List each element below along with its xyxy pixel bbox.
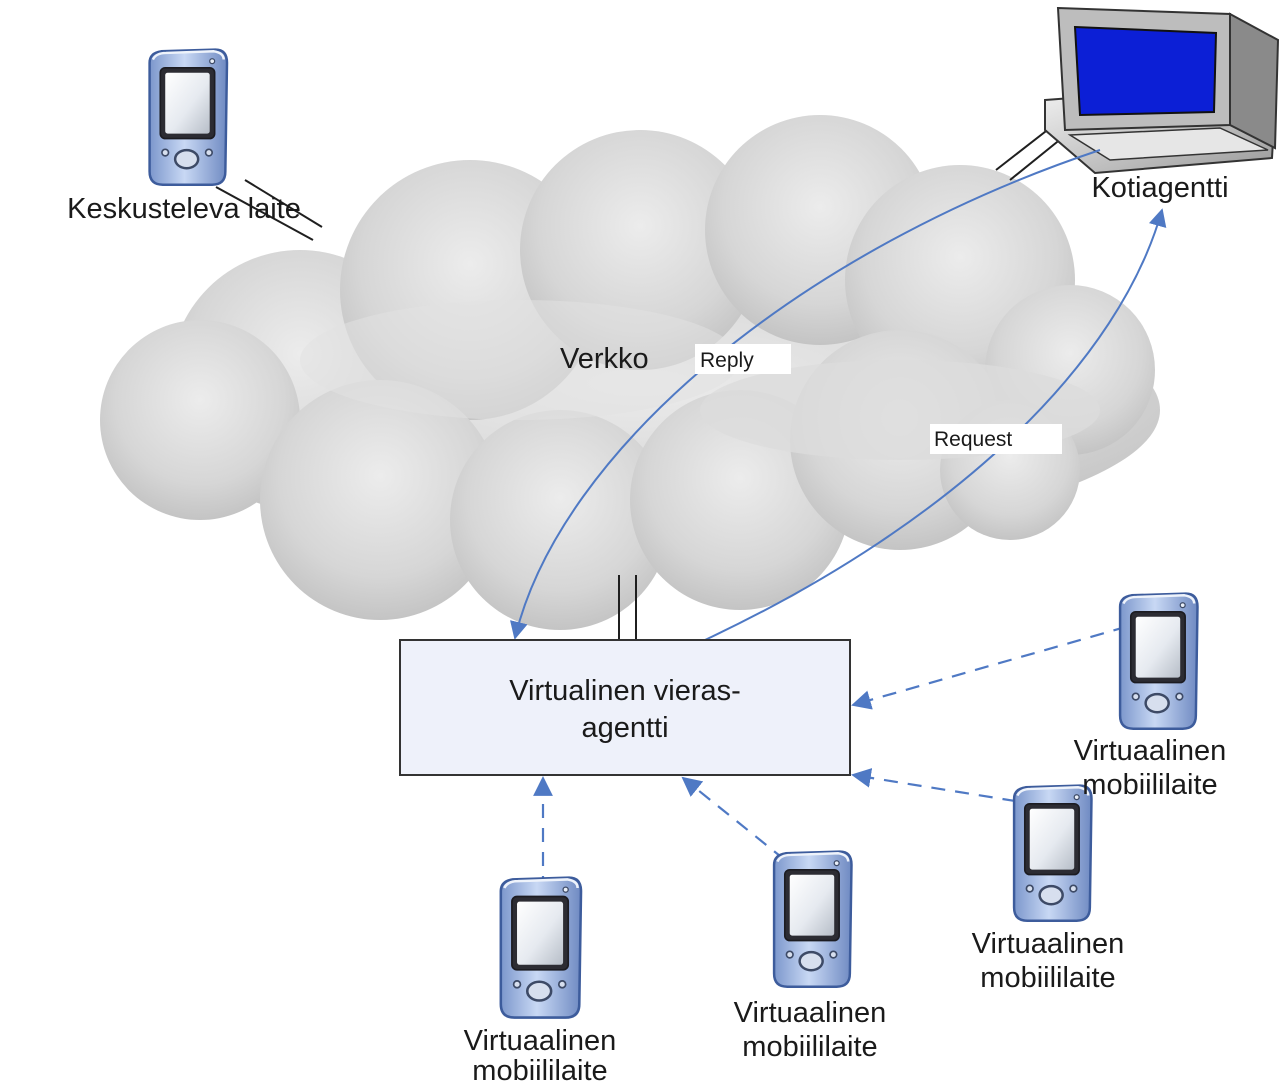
mobile-links: [533, 618, 1151, 890]
virtual-mobile-label-1a: Virtuaalinen: [1074, 735, 1227, 767]
network-links: [215, 127, 1063, 640]
virtual-mobile-label-2b: mobiililaite: [980, 962, 1115, 994]
reply-label: Reply: [700, 349, 754, 372]
virtual-mobile-label-4b: mobiililaite: [472, 1055, 607, 1085]
virtual-mobile-label-1b: mobiililaite: [1082, 769, 1217, 801]
pda-icon: [499, 876, 583, 1020]
virtual-foreign-agent-box: Virtualinen vieras- agentti: [399, 639, 851, 776]
pda-icon: [1012, 784, 1094, 923]
virtual-mobile-label-3b: mobiililaite: [742, 1031, 877, 1063]
network-cloud: [100, 115, 1160, 630]
virtual-mobile-label-3a: Virtuaalinen: [734, 997, 887, 1029]
pda-icon: [147, 48, 229, 187]
network-label: Verkko: [560, 343, 649, 375]
request-label: Request: [934, 428, 1012, 451]
computer-terminal-icon: [1044, 6, 1280, 175]
home-agent-label: Kotiagentti: [1091, 172, 1228, 204]
virtual-mobile-label-2a: Virtuaalinen: [972, 928, 1125, 960]
pda-icon: [772, 850, 854, 989]
calling-device-label: Keskusteleva laite: [67, 193, 301, 225]
virtual-foreign-agent-label-2: agentti: [581, 712, 668, 744]
virtual-foreign-agent-label-1: Virtualinen vieras-: [509, 675, 741, 707]
virtual-mobile-label-4a: Virtuaalinen: [464, 1025, 617, 1057]
pda-icon: [1118, 592, 1200, 731]
